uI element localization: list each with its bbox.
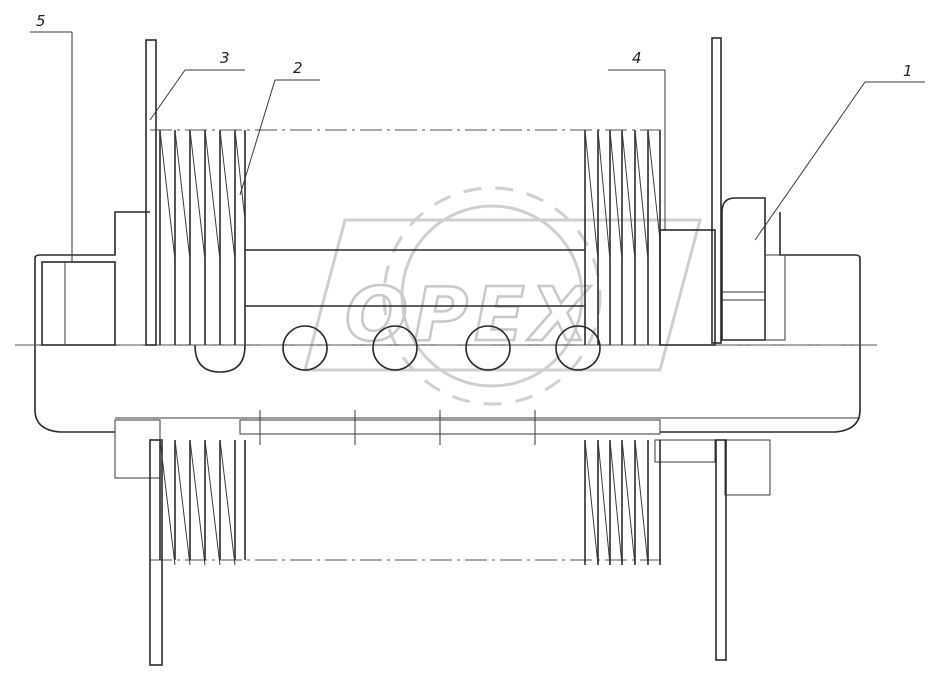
- right-pressure-plate: [711, 37, 727, 661]
- left-disc-pack: [159, 129, 246, 566]
- callout-3: 3: [149, 49, 245, 121]
- right-nut: [721, 197, 786, 341]
- shaft-body: [15, 129, 880, 561]
- roller-balls: [282, 325, 601, 371]
- callout-1-label: 1: [903, 62, 913, 80]
- callout-2-label: 2: [293, 59, 303, 77]
- right-disc-pack: [584, 129, 716, 566]
- watermark-logo: OPEX: [303, 186, 702, 406]
- callout-4: 4: [608, 49, 666, 230]
- callout-3-label: 3: [220, 49, 230, 67]
- spline-sleeve-section: [114, 410, 771, 496]
- callout-1: 1: [754, 62, 925, 241]
- left-end-cap: [41, 261, 116, 346]
- callout-4-label: 4: [632, 49, 642, 67]
- watermark-frame: [303, 218, 702, 372]
- gear-watermark-icon: [382, 186, 602, 406]
- callout-5: 5: [30, 12, 73, 262]
- left-pressure-plate: [145, 39, 163, 666]
- callout-5-label: 5: [36, 12, 46, 30]
- callout-2: 2: [239, 59, 320, 196]
